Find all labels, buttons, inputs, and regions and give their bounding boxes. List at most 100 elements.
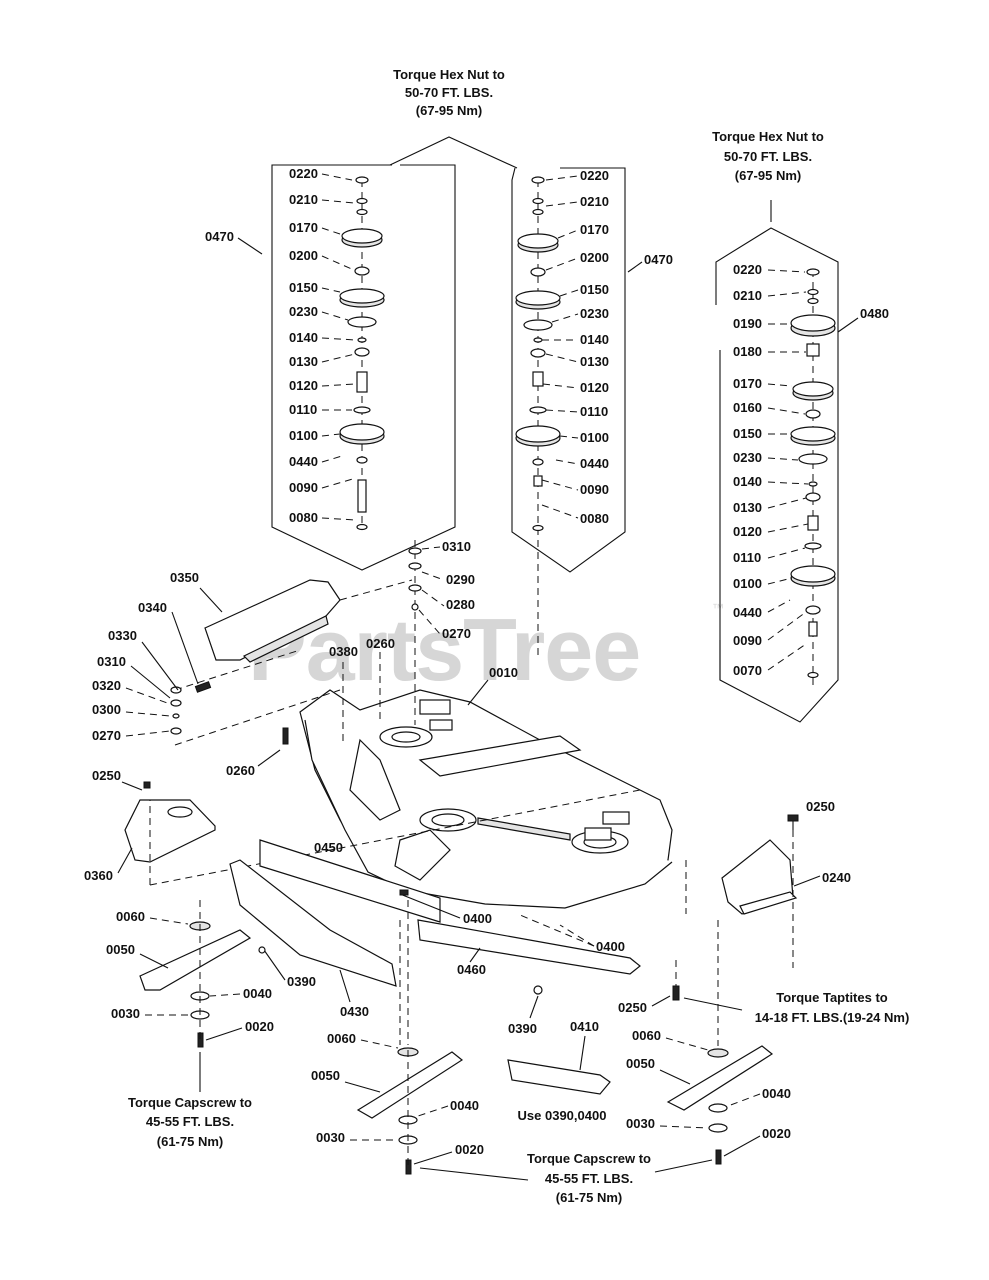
svg-text:0430: 0430 (340, 1004, 369, 1019)
svg-text:0250: 0250 (92, 768, 121, 783)
svg-text:0250: 0250 (618, 1000, 647, 1015)
svg-text:0260: 0260 (366, 636, 395, 651)
svg-text:0130: 0130 (580, 354, 609, 369)
svg-text:0160: 0160 (733, 400, 762, 415)
svg-text:0170: 0170 (733, 376, 762, 391)
mower-deck-housing (299, 689, 673, 909)
svg-text:0210: 0210 (733, 288, 762, 303)
svg-text:0210: 0210 (580, 194, 609, 209)
svg-text:0040: 0040 (762, 1086, 791, 1101)
svg-text:0300: 0300 (92, 702, 121, 717)
svg-text:0130: 0130 (289, 354, 318, 369)
torque-capscrew-note-center: Torque Capscrew to 45-55 FT. LBS. (61-75… (419, 1151, 713, 1205)
svg-text:50-70 FT. LBS.: 50-70 FT. LBS. (405, 85, 493, 100)
svg-text:0350: 0350 (170, 570, 199, 585)
svg-text:0080: 0080 (580, 511, 609, 526)
svg-text:0020: 0020 (455, 1142, 484, 1157)
svg-text:0210: 0210 (289, 192, 318, 207)
svg-text:0090: 0090 (733, 633, 762, 648)
svg-text:0380: 0380 (329, 644, 358, 659)
svg-text:0100: 0100 (733, 576, 762, 591)
svg-text:0060: 0060 (116, 909, 145, 924)
svg-text:0310: 0310 (442, 539, 471, 554)
torque-hex-nut-note-left: Torque Hex Nut to 50-70 FT. LBS. (67-95 … (393, 67, 505, 118)
deck-upper-callouts: 0380 0260 0010 0260 (226, 636, 518, 778)
svg-text:Torque Capscrew to: Torque Capscrew to (128, 1095, 252, 1110)
svg-text:0270: 0270 (92, 728, 121, 743)
svg-text:0010: 0010 (489, 665, 518, 680)
svg-text:0060: 0060 (632, 1028, 661, 1043)
svg-text:0020: 0020 (762, 1126, 791, 1141)
torque-hex-nut-note-right: Torque Hex Nut to 50-70 FT. LBS. (67-95 … (712, 129, 824, 183)
svg-text:0270: 0270 (442, 626, 471, 641)
svg-text:0230: 0230 (580, 306, 609, 321)
svg-text:0440: 0440 (733, 605, 762, 620)
deck-cover-0360: 0250 0360 (84, 768, 641, 886)
svg-text:0040: 0040 (450, 1098, 479, 1113)
svg-text:0260: 0260 (226, 763, 255, 778)
svg-text:0090: 0090 (580, 482, 609, 497)
svg-text:0440: 0440 (580, 456, 609, 471)
svg-text:0390: 0390 (287, 974, 316, 989)
svg-text:0130: 0130 (733, 500, 762, 515)
svg-text:0150: 0150 (580, 282, 609, 297)
svg-text:0030: 0030 (626, 1116, 655, 1131)
svg-text:0090: 0090 (289, 480, 318, 495)
svg-text:0110: 0110 (289, 402, 317, 417)
assembly-label-left: 0470 (205, 229, 234, 244)
watermark-trademark: ™ (712, 601, 724, 615)
assembly-label-right: 0480 (860, 306, 889, 321)
svg-text:0120: 0120 (289, 378, 318, 393)
svg-text:0140: 0140 (733, 474, 762, 489)
spindle-assembly-right (715, 227, 839, 723)
blade-stack-center: 0060 0050 0040 0030 0020 (311, 1031, 484, 1175)
torque-hex-nut-left-pointer (389, 136, 518, 169)
blade-stack-right: 0060 0050 0040 0030 0020 (626, 920, 791, 1165)
spindle-left-callouts: 0220 0210 0170 0200 0150 0230 0140 0130 … (205, 166, 357, 525)
svg-text:0220: 0220 (733, 262, 762, 277)
svg-text:0110: 0110 (580, 404, 608, 419)
svg-text:45-55 FT. LBS.: 45-55 FT. LBS. (146, 1114, 234, 1129)
svg-text:0120: 0120 (580, 380, 609, 395)
svg-text:14-18 FT. LBS.(19-24 Nm): 14-18 FT. LBS.(19-24 Nm) (755, 1010, 910, 1025)
svg-text:0400: 0400 (463, 911, 492, 926)
svg-text:0400: 0400 (596, 939, 625, 954)
svg-text:0120: 0120 (733, 524, 762, 539)
svg-text:0100: 0100 (289, 428, 318, 443)
taptite-0250-right: 0250 (618, 960, 743, 1015)
svg-text:0200: 0200 (580, 250, 609, 265)
spindle-middle-callouts: 0220 0210 0170 0200 0150 0230 0140 0130 … (541, 168, 673, 526)
svg-text:0340: 0340 (138, 600, 167, 615)
svg-text:0140: 0140 (580, 332, 609, 347)
left-hardware-stack: 0340 0330 0310 0320 0300 0270 (92, 600, 341, 746)
svg-text:45-55 FT. LBS.: 45-55 FT. LBS. (545, 1171, 633, 1186)
torque-taptites-note: Torque Taptites to 14-18 FT. LBS.(19-24 … (755, 990, 910, 1025)
svg-text:0320: 0320 (92, 678, 121, 693)
svg-text:0410: 0410 (570, 1019, 599, 1034)
svg-text:0190: 0190 (733, 316, 762, 331)
svg-text:50-70 FT. LBS.: 50-70 FT. LBS. (724, 149, 812, 164)
discharge-chute-0240: 0250 0240 (685, 799, 851, 968)
svg-text:(61-75 Nm): (61-75 Nm) (157, 1134, 223, 1149)
use-note: Use 0390,0400 (518, 1108, 607, 1123)
svg-text:0310: 0310 (97, 654, 126, 669)
svg-text:0050: 0050 (311, 1068, 340, 1083)
svg-text:Torque Taptites to: Torque Taptites to (776, 990, 888, 1005)
svg-text:0220: 0220 (289, 166, 318, 181)
svg-text:0030: 0030 (111, 1006, 140, 1021)
svg-text:(67-95 Nm): (67-95 Nm) (735, 168, 801, 183)
svg-text:0440: 0440 (289, 454, 318, 469)
spindle-right-callouts: 0220 0210 0190 0180 0170 0160 0150 0230 … (733, 262, 889, 678)
svg-text:0390: 0390 (508, 1021, 537, 1036)
svg-text:0060: 0060 (327, 1031, 356, 1046)
svg-text:0460: 0460 (457, 962, 486, 977)
svg-text:0250: 0250 (806, 799, 835, 814)
svg-text:0140: 0140 (289, 330, 318, 345)
svg-text:0100: 0100 (580, 430, 609, 445)
svg-text:0050: 0050 (626, 1056, 655, 1071)
svg-text:(67-95 Nm): (67-95 Nm) (416, 103, 482, 118)
svg-text:0240: 0240 (822, 870, 851, 885)
idler-arm-0350: 0350 (170, 570, 341, 693)
